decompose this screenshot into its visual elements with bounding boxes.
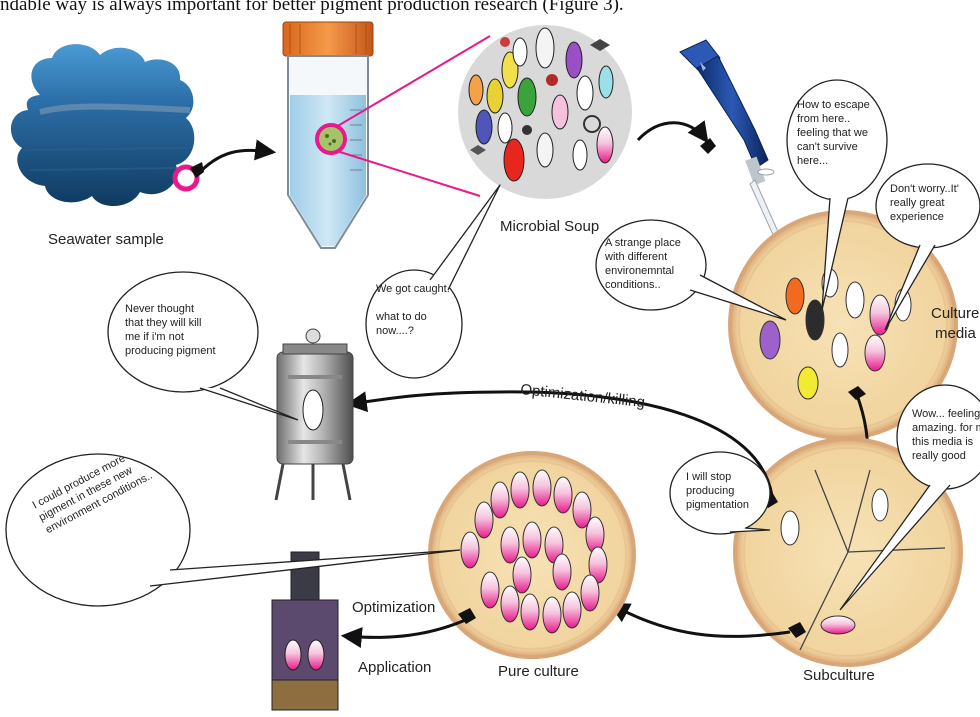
arrow-sample-to-tube [196, 150, 272, 176]
bubble-dont-worry: Don't worry..It' really great experience [890, 182, 959, 224]
bubble-never-line: that they will kill [125, 316, 216, 330]
bubble-escape-line: here... [797, 154, 870, 168]
bubble-strange-line: A strange place [605, 236, 681, 250]
bubble-strange-line: conditions.. [605, 278, 681, 292]
application-label: Application [358, 659, 431, 676]
bubble-caught: We got caught. what to do now....? [376, 282, 450, 338]
dropper-icon [190, 162, 204, 178]
bubble-dont-worry-line: experience [890, 210, 959, 224]
test-tube [283, 22, 373, 248]
culture-media-label-line1: Culture [931, 305, 979, 322]
optimization-killing-label: Optimization/killing [520, 381, 646, 411]
bubble-wow: Wow... feeling amazing. for m this media… [912, 407, 980, 463]
bubble-strange-line: environemntal [605, 264, 681, 278]
seawater-label: Seawater sample [48, 231, 164, 248]
bubble-caught-line [376, 296, 450, 310]
bubble-never-line: Never thought [125, 302, 216, 316]
arrow-soup-to-pipette [638, 123, 706, 140]
bubble-escape: How to escape from here.. feeling that w… [797, 98, 870, 168]
bubble-never-line: me if i'm not [125, 330, 216, 344]
bubble-dont-worry-line: really great [890, 196, 959, 210]
bubble-stop-producing: I will stop producing pigmentation [686, 470, 749, 512]
bubble-escape-line: can't survive [797, 140, 870, 154]
seawater-sample-cloud [11, 44, 197, 206]
bubble-stop-line: pigmentation [686, 498, 749, 512]
bubble-caught-line: what to do [376, 310, 450, 324]
bubble-wow-line: amazing. for m [912, 421, 980, 435]
arrow-pure-to-bioreactor [345, 618, 470, 637]
bubble-escape-line: How to escape [797, 98, 870, 112]
bubble-caught-line: We got caught. [376, 282, 450, 296]
bubble-stop-line: producing [686, 484, 749, 498]
bubble-caught-line: now....? [376, 324, 450, 338]
autoclave-icon [276, 329, 353, 500]
bioreactor-icon [272, 552, 338, 710]
microbial-soup-circle [458, 25, 632, 199]
bubble-escape-line: feeling that we [797, 126, 870, 140]
culture-media-label-line2: media [935, 325, 977, 342]
bubble-wow-line: this media is [912, 435, 980, 449]
bubble-never-thought: Never thought that they will kill me if … [125, 302, 216, 358]
optimization-label: Optimization [352, 599, 435, 616]
bubble-wow-line: Wow... feeling [912, 407, 980, 421]
bubble-strange-place: A strange place with different environem… [605, 236, 681, 292]
subculture-label: Subculture [803, 667, 875, 684]
bubble-wow-line: really good [912, 449, 980, 463]
pure-culture-label: Pure culture [498, 663, 579, 680]
bubble-stop-line: I will stop [686, 470, 749, 484]
microbial-soup-label: Microbial Soup [500, 218, 599, 235]
bubble-dont-worry-line: Don't worry..It' [890, 182, 959, 196]
bubble-strange-line: with different [605, 250, 681, 264]
bubble-escape-line: from here.. [797, 112, 870, 126]
bubble-never-line: producing pigment [125, 344, 216, 358]
pure-culture-dish [430, 453, 634, 657]
